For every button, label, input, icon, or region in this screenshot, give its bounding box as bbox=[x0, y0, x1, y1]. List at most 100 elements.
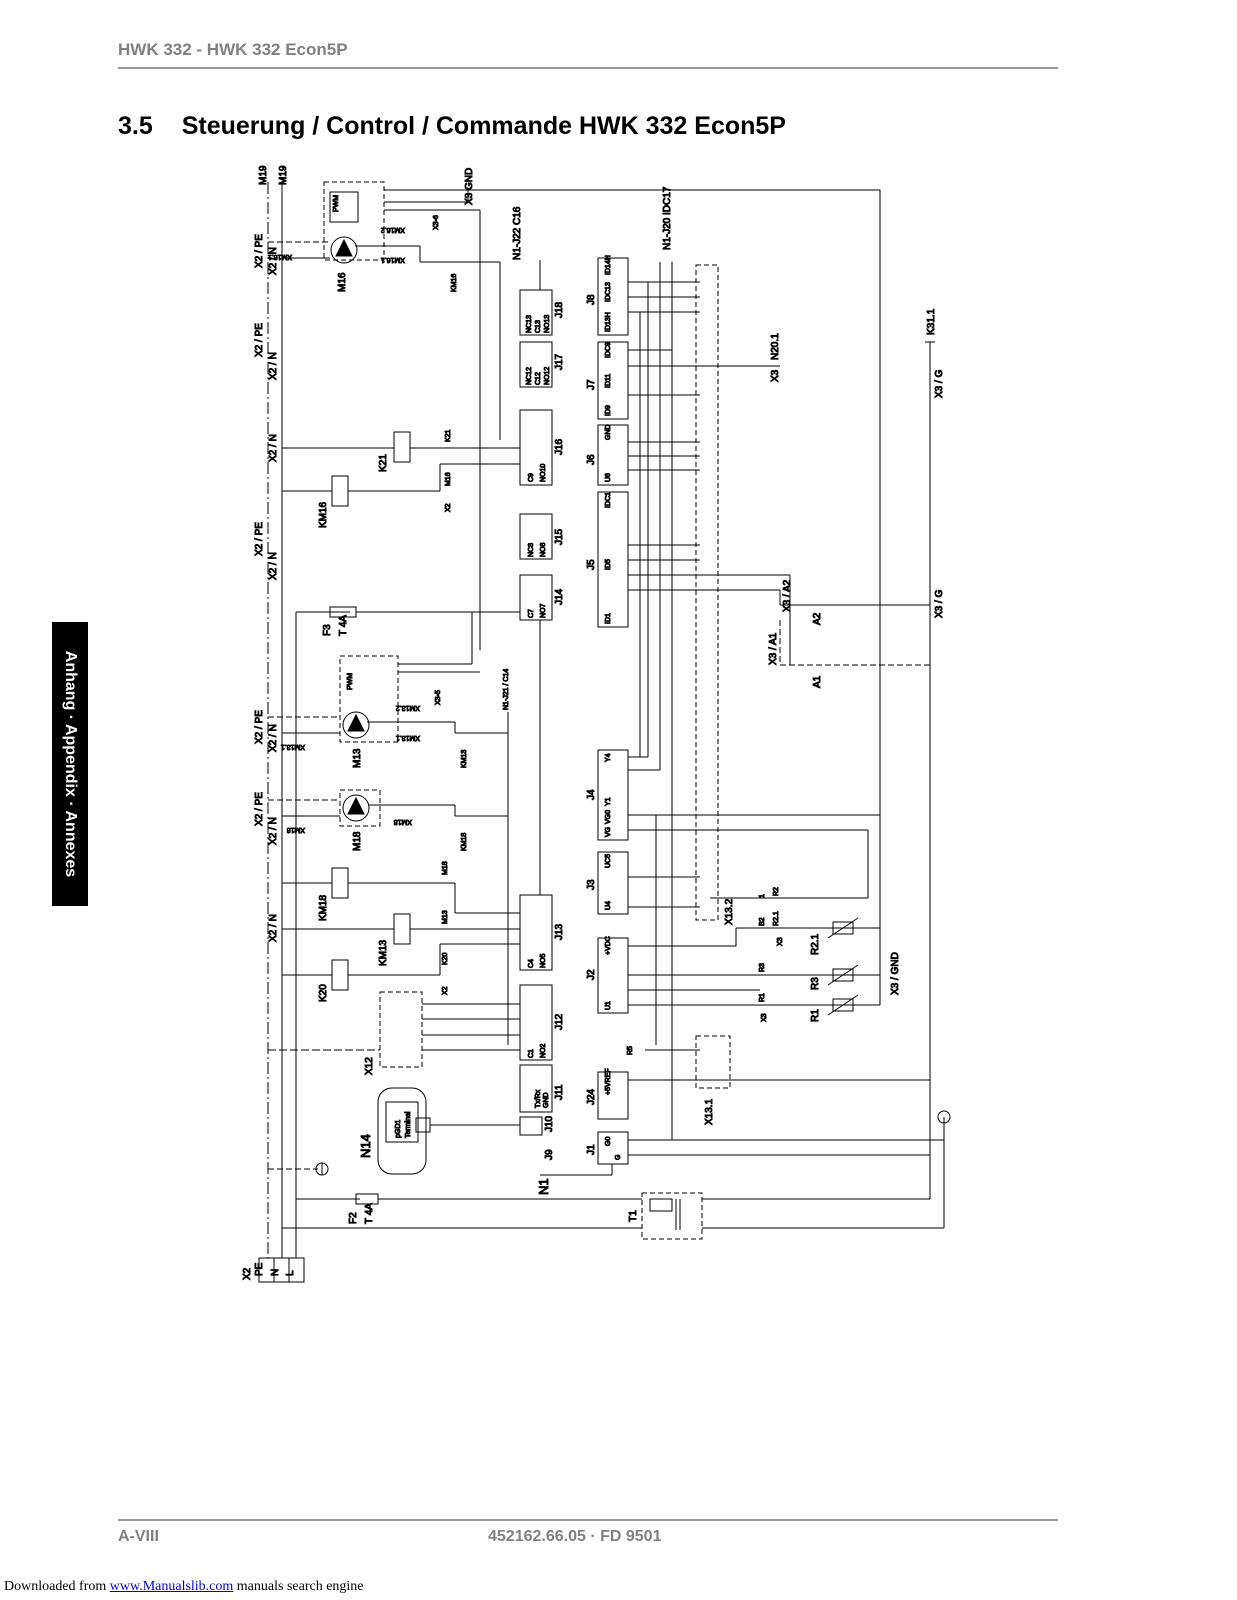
block-j15: J15 bbox=[554, 528, 565, 545]
manualslib-link[interactable]: www.Manualslib.com bbox=[109, 1579, 234, 1594]
pin-j7-4: ID9 bbox=[605, 405, 612, 416]
block-j24: J24 bbox=[586, 1088, 597, 1105]
label-m19-b: M19 bbox=[278, 165, 289, 185]
pin-j12-2: NO2 bbox=[540, 1044, 547, 1059]
block-j12: J12 bbox=[554, 1013, 565, 1030]
pin-j18-1: C13 bbox=[535, 320, 542, 333]
fuse-f2 bbox=[355, 1193, 642, 1205]
relay-km16-label: KM16 bbox=[318, 501, 329, 528]
pump-m16-plug2: XM16.2 bbox=[381, 226, 405, 233]
block-j10: J10 bbox=[544, 1115, 555, 1132]
pump-m18-name: M18 bbox=[352, 831, 363, 851]
label-a2: A2 bbox=[812, 612, 823, 625]
connector-x12 bbox=[268, 991, 520, 1068]
rail-x2pe-5: X2 / PE bbox=[254, 792, 265, 826]
relay-k20-x2: X2 bbox=[442, 986, 449, 995]
pump-m16-name: M16 bbox=[337, 272, 348, 292]
controller-right-blocks bbox=[540, 257, 629, 1176]
connector-x13 bbox=[695, 264, 731, 1089]
fuse-n1-j21: N1-J21 / C14 bbox=[503, 669, 510, 710]
rail-labels: X2 / PE X2 / N X2 / PE X2 / N X2 / N X2 … bbox=[254, 233, 280, 942]
footer-docnum: 452162.66.05 · FD 9501 bbox=[488, 1528, 662, 1545]
pump-m13-plug: XM13.1 bbox=[281, 743, 305, 750]
label-k31: K31.1 bbox=[926, 308, 937, 335]
label-x3-a1: X3 / A1 bbox=[768, 632, 779, 665]
pin-j6-0: GND bbox=[605, 424, 612, 440]
relay-k21-out: K21 bbox=[445, 429, 452, 442]
relay-k21-label: K21 bbox=[378, 454, 389, 472]
pin-j4-0: Y4 bbox=[605, 753, 612, 762]
pump-m13-plug2: XM13.2 bbox=[396, 704, 420, 711]
relay-k21 bbox=[282, 431, 520, 463]
block-j3: J3 bbox=[586, 879, 597, 890]
rail-x2n-2: X2 / N bbox=[268, 352, 279, 380]
fuse-f3-value: T 4A bbox=[338, 615, 349, 636]
pin-j5-0: IDC1 bbox=[605, 492, 612, 508]
pump-m13-name: M13 bbox=[352, 748, 363, 768]
sensor-x3-a: X3 bbox=[777, 937, 784, 946]
pin-j3-0: UC5 bbox=[605, 854, 612, 868]
fuse-f2-label: F2 bbox=[348, 1212, 359, 1224]
pin-j1-1: G bbox=[615, 1155, 622, 1160]
pump-m16-plug1: XM16.1 bbox=[381, 256, 405, 263]
relay-km16-x2: X2 bbox=[445, 503, 452, 512]
rail-x2pe-3: X2 / PE bbox=[254, 522, 265, 556]
right-wiring bbox=[628, 190, 945, 1228]
rail-x2pe-2: X2 / PE bbox=[254, 323, 265, 357]
right-pin-labels: ID14H IDC13 ID13H IDC9 ID11 ID9 GND U6 I… bbox=[605, 255, 623, 1161]
ground-right bbox=[937, 1110, 951, 1124]
pump-m16-x3: X3◦6 bbox=[433, 215, 440, 230]
pump-m13-pwm: PWM bbox=[347, 673, 354, 690]
pin-j11-txrx: Tx/Rx bbox=[535, 1089, 542, 1108]
relay-km18 bbox=[282, 867, 520, 914]
relay-km18-label: KM18 bbox=[318, 894, 329, 921]
pin-j6-3: U6 bbox=[605, 473, 612, 482]
sensor-r21-term: R2.1 bbox=[773, 911, 780, 926]
pump-m13-x3: X3◦5 bbox=[435, 690, 442, 705]
footer-page: A-VIII bbox=[118, 1528, 159, 1545]
terminal-l: L bbox=[285, 1270, 296, 1276]
transformer-label: T1 bbox=[628, 1210, 639, 1222]
connector-x132-label: X13.2 bbox=[724, 898, 735, 925]
mains-terminal-block bbox=[258, 1257, 305, 1283]
header-rule bbox=[118, 67, 1058, 69]
relay-km13-m13: M13 bbox=[442, 910, 449, 924]
section-text: Steuerung / Control / Commande HWK 332 E… bbox=[181, 112, 786, 140]
download-suffix: manuals search engine bbox=[233, 1579, 364, 1594]
label-a1: A1 bbox=[812, 675, 823, 688]
sensor-b2: B2 bbox=[759, 917, 766, 926]
rail-x2n-4: X2 / N bbox=[268, 552, 279, 580]
relay-k20 bbox=[282, 943, 520, 991]
appendix-side-tab: Anhang · Appendix · Annexes bbox=[52, 622, 88, 906]
block-j6: J6 bbox=[586, 454, 597, 465]
pump-m18 bbox=[268, 789, 508, 827]
rail-x2pe-4: X2 / PE bbox=[254, 710, 265, 744]
block-j16: J16 bbox=[554, 438, 565, 455]
pin-j14-1: NO7 bbox=[540, 604, 547, 619]
pin-j12-0: C1 bbox=[528, 1049, 535, 1058]
block-j9: J9 bbox=[544, 1149, 555, 1160]
pump-m13-plug1: XM13.1 bbox=[396, 734, 420, 741]
label-n20: N20.1 bbox=[770, 333, 781, 360]
relay-km13-label: KM13 bbox=[378, 939, 389, 966]
pin-j14-0: C7 bbox=[528, 609, 535, 618]
pin-j5-8: ID1 bbox=[605, 613, 612, 624]
footer-rule bbox=[118, 1519, 1058, 1521]
label-x3g-top: X3 / G bbox=[934, 369, 945, 398]
block-j13: J13 bbox=[554, 923, 565, 940]
block-j18: J18 bbox=[554, 301, 565, 318]
label-x3-n20: X3 bbox=[770, 369, 781, 382]
pump-m16-pwm: PWM bbox=[333, 195, 340, 212]
fuse-f2-value: T 4A bbox=[364, 1203, 375, 1224]
sensor-r3-term: R3 bbox=[759, 963, 766, 972]
terminal-pe: PE bbox=[254, 1262, 265, 1276]
relay-km13 bbox=[282, 913, 520, 945]
download-line: Downloaded from www.Manualslib.com manua… bbox=[4, 1579, 364, 1595]
connector-x12-label: X12 bbox=[364, 1057, 375, 1075]
relay-km13-contact: KM13 bbox=[461, 750, 468, 768]
controller-left-blocks bbox=[499, 260, 553, 1136]
block-j7: J7 bbox=[586, 379, 597, 390]
relay-km18-m18: M18 bbox=[442, 861, 449, 875]
display-n14 bbox=[377, 1087, 520, 1175]
label-n1-j20: N1-J20 IDC17 bbox=[662, 186, 673, 250]
